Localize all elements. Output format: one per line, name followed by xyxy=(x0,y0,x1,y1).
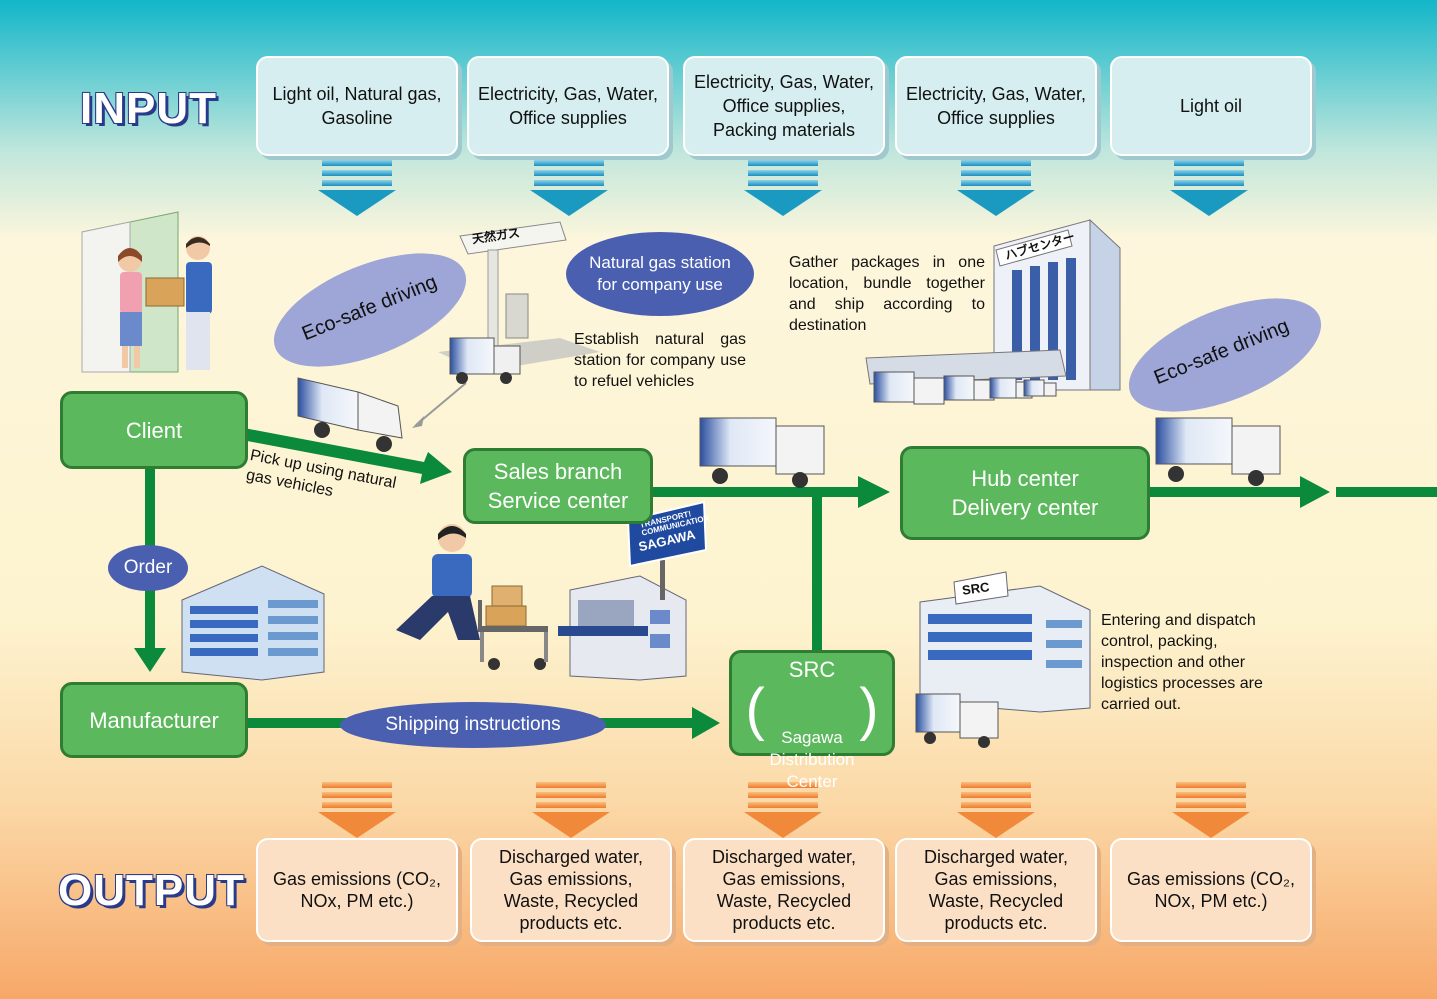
input-box-4: Electricity, Gas, Water, Office supplies xyxy=(895,56,1097,156)
gas-station-ellipse: Natural gas station for company use xyxy=(566,232,754,316)
delivery-worker-illustration xyxy=(396,524,548,670)
client-to-sales-arrow xyxy=(242,428,452,484)
order-ellipse: Order xyxy=(108,545,188,591)
eco-safe-ellipse-2 xyxy=(1128,298,1322,412)
hub-note: Gather packages in one location, bundle … xyxy=(789,254,985,334)
client-handover-illustration xyxy=(81,211,212,373)
sales-to-hub-arrowhead xyxy=(858,476,890,508)
output-arrow-5 xyxy=(1172,782,1250,838)
src-sign: SRC xyxy=(961,579,991,598)
gas-station-pointer xyxy=(415,382,467,426)
sales-branch-node: Sales branch Service center xyxy=(463,448,653,524)
output-arrow-3 xyxy=(744,782,822,838)
input-box-2: Electricity, Gas, Water, Office supplies xyxy=(467,56,669,156)
truck-icon-2 xyxy=(699,417,825,488)
manufacturer-to-src-arrowhead xyxy=(692,707,720,739)
output-box-3: Discharged water, Gas emissions, Waste, … xyxy=(683,838,885,942)
output-box-2: Discharged water, Gas emissions, Waste, … xyxy=(470,838,672,942)
input-arrow-5 xyxy=(1170,160,1248,216)
input-box-1: Light oil, Natural gas, Gasoline xyxy=(256,56,458,156)
sales-to-hub-line xyxy=(650,487,860,497)
hub-center-building-illustration xyxy=(865,218,1121,405)
input-box-3: Electricity, Gas, Water, Office supplies… xyxy=(683,56,885,156)
src-paren-right: ) xyxy=(859,677,879,742)
output-arrow-4 xyxy=(957,782,1035,838)
src-note: Entering and dispatch control, packing, … xyxy=(1101,612,1263,713)
src-node: SRC ( Sagawa Distribution Center ) xyxy=(729,650,895,791)
gas-station-illustration xyxy=(438,221,600,384)
output-box-5: Gas emissions (CO₂, NOx, PM etc.) xyxy=(1110,838,1312,942)
input-heading: INPUT xyxy=(80,84,217,133)
input-arrow-2 xyxy=(530,160,608,216)
gas-station-note: Establish natural gas station for compan… xyxy=(574,331,746,390)
hub-center-node: Hub center Delivery center xyxy=(900,446,1150,540)
hub-onward-dash xyxy=(1336,487,1437,497)
shipping-instructions-ellipse: Shipping instructions xyxy=(340,702,606,748)
src-node-title: SRC xyxy=(788,657,836,682)
input-arrow-4 xyxy=(957,160,1035,216)
output-arrow-1 xyxy=(318,782,396,838)
src-node-subtitle-text: Sagawa Distribution Center xyxy=(769,728,855,791)
truck-icon xyxy=(297,377,403,452)
output-box-4: Discharged water, Gas emissions, Waste, … xyxy=(895,838,1097,942)
hub-onward-arrowhead xyxy=(1300,476,1330,508)
eco-safe-ellipse-1 xyxy=(273,253,467,367)
src-paren-left: ( xyxy=(745,677,765,742)
input-arrows xyxy=(318,160,1248,216)
output-box-1: Gas emissions (CO₂, NOx, PM etc.) xyxy=(256,838,458,942)
manufacturer-building-illustration xyxy=(181,565,325,681)
input-arrow-3 xyxy=(744,160,822,216)
truck-icon-3 xyxy=(1155,417,1281,486)
client-node: Client xyxy=(60,391,248,469)
output-arrows xyxy=(318,782,1250,838)
output-heading: OUTPUT xyxy=(58,866,245,915)
input-arrow-1 xyxy=(318,160,396,216)
output-arrow-2 xyxy=(532,782,610,838)
client-to-manufacturer-arrowhead xyxy=(134,648,166,672)
manufacturer-node: Manufacturer xyxy=(60,682,248,758)
input-box-5: Light oil xyxy=(1110,56,1312,156)
hub-onward-line xyxy=(1147,487,1307,497)
src-node-subtitle: ( Sagawa Distribution Center ) xyxy=(743,679,880,815)
src-to-main-line xyxy=(812,490,822,650)
src-building-illustration xyxy=(915,571,1091,748)
sales-branch-building-illustration xyxy=(558,500,708,681)
